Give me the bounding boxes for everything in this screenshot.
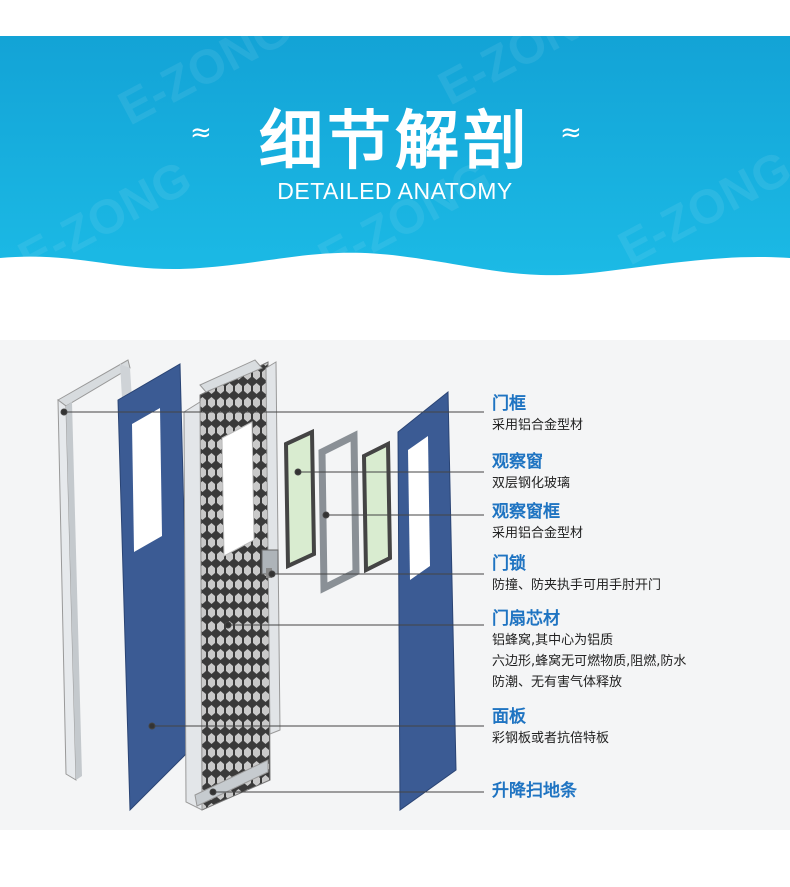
callout-core: 门扇芯材 铝蜂窝,其中心为铝质 六边形,蜂窝无可燃物质,阻燃,防水 防潮、无有害… [492,608,686,693]
callout-heading: 门锁 [492,554,526,574]
callout-desc: 采用铝合金型材 [492,418,584,433]
callout-heading: 观察窗 [492,452,543,472]
exploded-door-illustration [57,359,484,812]
callout-door-frame: 门框 采用铝合金型材 [492,393,583,436]
header-banner: E-ZONG E-ZONG E-ZONG E-ZONG E-ZONG [0,36,790,286]
door-anatomy-figure: 门框 采用铝合金型材 观察窗 双层钢化玻璃 观察窗框 采用铝合金型材 门锁 防撞… [0,340,790,830]
wave-deco-right: ≈ [560,118,582,148]
callout-desc: 双层钢化玻璃 [492,476,571,491]
honeycomb-core [183,359,271,811]
callout-desc: 防撞、防夹执手可用手肘开门 [492,578,662,593]
window-glass-1 [283,428,317,570]
page-subtitle: DETAILED ANATOMY [277,178,513,204]
callout-heading: 门扇芯材 [492,609,560,629]
callout-desc: 彩钢板或者抗倍特板 [492,731,610,746]
wave-deco-left: ≈ [190,118,212,148]
callout-desc: 六边形,蜂窝无可燃物质,阻燃,防水 [492,654,687,669]
callout-panel: 面板 彩钢板或者抗倍特板 [492,706,609,749]
callout-desc: 防潮、无有害气体释放 [492,675,623,690]
page-title: 细节解剖 [259,105,531,179]
callout-window: 观察窗 双层钢化玻璃 [492,451,570,494]
wave-shape [0,252,790,286]
leader-lines [60,408,484,796]
callout-heading: 升降扫地条 [492,781,577,801]
callout-heading: 观察窗框 [492,502,560,522]
callout-desc: 铝蜂窝,其中心为铝质 [492,633,614,648]
banner-background: E-ZONG E-ZONG E-ZONG E-ZONG E-ZONG [0,36,790,286]
window-frame [318,430,360,594]
back-panel-window [408,436,430,580]
callout-lock: 门锁 防撞、防夹执手可用手肘开门 [492,553,661,596]
front-panel-window [132,408,162,552]
callout-desc: 采用铝合金型材 [492,526,584,541]
callout-window-frame: 观察窗框 采用铝合金型材 [492,501,583,544]
callout-heading: 面板 [492,707,526,727]
door-edge-rail [265,361,281,735]
callout-heading: 门框 [492,394,526,414]
window-glass-2 [361,440,393,574]
door-frame [57,359,132,781]
callout-sweep-strip: 升降扫地条 [492,780,577,802]
